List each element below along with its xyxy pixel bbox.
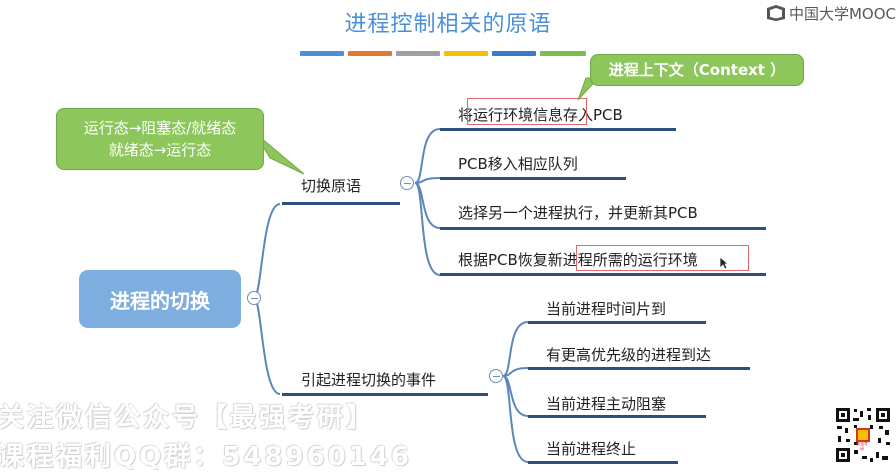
watermark-line-2: 课程福利QQ群：548960146 [0,442,413,472]
event-item-2[interactable]: 有更高优先级的进程到达 [546,346,712,364]
colorbar-segment-4 [444,51,488,56]
switch-item-4-underline [440,273,766,276]
branch-switch-label[interactable]: 切换原语 [301,177,362,195]
branch-events-collapse-toggle[interactable] [489,369,503,383]
switch-item-3[interactable]: 选择另一个进程执行，并更新其PCB [458,204,698,222]
highlight-box-restore-env [576,245,749,271]
mooc-logo-icon [766,5,785,21]
slide-title: 进程控制相关的原语 [344,12,552,37]
root-collapse-toggle[interactable] [247,291,261,305]
branch-events-underline [282,393,488,396]
connector-events-item-4 [502,375,529,463]
mouse-cursor-icon [719,256,729,270]
callout-states-line2: 就绪态→运行态 [108,141,212,159]
colorbar-segment-6 [540,51,586,56]
switch-item-2[interactable]: PCB移入相应队列 [458,155,578,173]
connector-root-events [253,297,281,395]
colorbar-segment-3 [396,51,440,56]
callout-context: 进程上下文（Context ） [590,54,804,86]
mindmap-root-node[interactable]: 进程的切换 [79,270,241,328]
switch-item-4[interactable]: 根据PCB恢复新进程所需的运行环境 [458,251,698,269]
mindmap-root-label: 进程的切换 [110,288,210,313]
event-item-4-underline [528,461,678,464]
mooc-brand: 中国大学MOOC [766,2,896,24]
colorbar-segment-1 [300,51,344,56]
highlight-box-run-env [467,98,587,125]
connector-switch-item-1 [414,128,441,184]
event-item-1[interactable]: 当前进程时间片到 [546,300,667,318]
callout-context-text: 进程上下文（Context ） [608,61,786,79]
switch-item-2-underline [440,177,626,180]
switch-item-3-underline [440,227,766,230]
event-item-1-underline [528,321,706,324]
event-item-2-underline [528,367,750,370]
branch-events-label[interactable]: 引起进程切换的事件 [301,371,437,389]
qr-code-icon [834,406,892,464]
watermark-line-1: 关注微信公众号【最强考研】 [0,403,376,433]
connector-events-item-1 [502,321,529,377]
switch-item-1-underline [440,128,676,131]
colorbar-segment-2 [348,51,392,56]
branch-switch-collapse-toggle[interactable] [400,176,414,190]
branch-switch-underline [282,202,400,205]
switch-item-1[interactable]: 将运行环境信息存入PCB [458,106,623,124]
connector-root-switch [253,203,281,299]
callout-states-line1: 运行态→阻塞态/就绪态 [83,119,237,137]
event-item-4[interactable]: 当前进程终止 [546,440,637,458]
event-item-3-underline [528,415,706,418]
qr-badge-label: 最强考研 [856,441,868,451]
event-item-3[interactable]: 当前进程主动阻塞 [546,395,667,413]
colorbar-segment-5 [492,51,536,56]
mooc-brand-text: 中国大学MOOC [788,4,896,23]
callout-states: 运行态→阻塞态/就绪态 就绪态→运行态 [56,108,264,170]
connector-switch-item-4 [414,182,441,276]
